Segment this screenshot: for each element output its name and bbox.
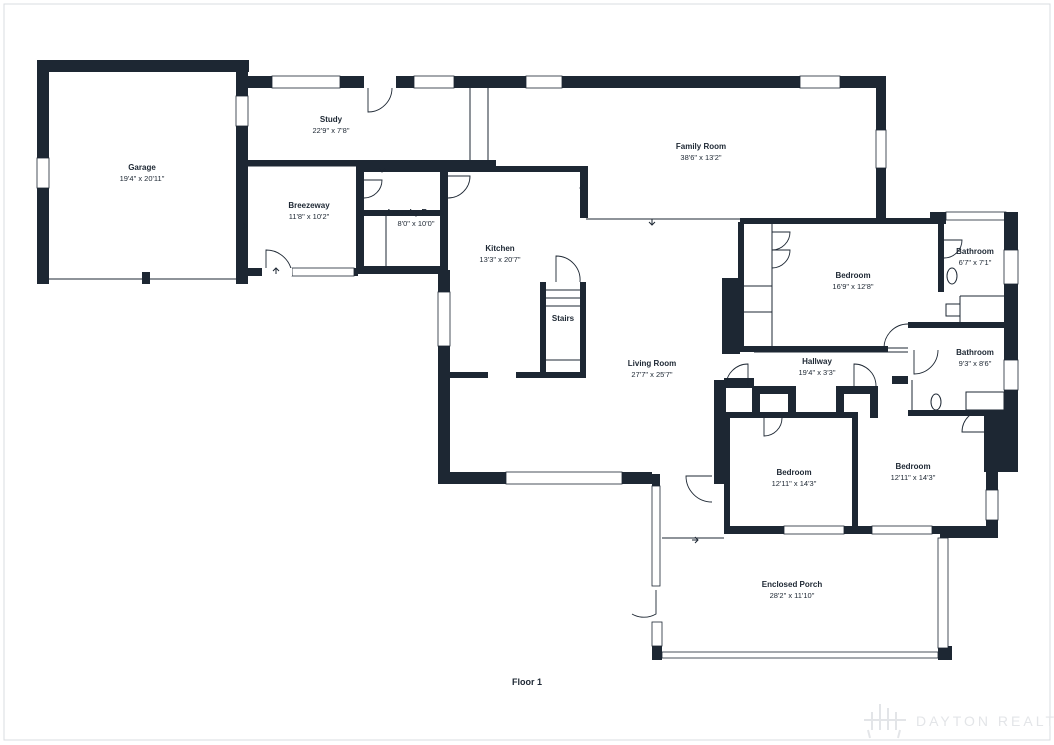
hallway-walls: [725, 351, 908, 394]
bedroom-3-dims: 12'11" x 14'3": [891, 473, 936, 482]
hallway-name: Hallway: [802, 357, 832, 366]
family-room-name: Family Room: [676, 142, 726, 151]
laundry-walls: [363, 166, 471, 274]
breezeway-dims: 11'8" x 10'2": [289, 212, 330, 221]
family-room-dims: 38'6" x 13'2": [680, 153, 721, 162]
bedroom-master-dims: 16'9" x 12'8": [832, 282, 873, 291]
study-walls: [236, 75, 496, 166]
garage-dims: 19'4" x 20'11": [120, 174, 165, 183]
bedroom-3-name: Bedroom: [895, 462, 930, 471]
chair-logo-icon: [864, 704, 906, 739]
garage-walls: [36, 60, 249, 284]
room-labels: Garage 19'4" x 20'11" Study 22'9" x 7'8"…: [120, 115, 994, 687]
laundry-room-name: Laundry Room: [388, 208, 444, 217]
study-name: Study: [320, 115, 343, 124]
kitchen-dims: 13'3" x 20'7": [479, 255, 520, 264]
watermark: DAYTON REALTORS: [864, 704, 1054, 739]
watermark-text: DAYTON REALTORS: [916, 713, 1054, 729]
enclosed-porch-dims: 28'2" x 11'10": [770, 591, 815, 600]
garage-name: Garage: [128, 163, 156, 172]
breezeway-name: Breezeway: [288, 201, 330, 210]
family-room-walls: [488, 75, 887, 220]
breezeway-walls: [248, 165, 364, 277]
bathroom-1-dims: 6'7" x 7'1": [959, 258, 992, 267]
stairs-walls: [540, 255, 586, 378]
bedroom-2-dims: 12'11" x 14'3": [772, 479, 817, 488]
bathroom-walls: [908, 211, 1019, 472]
floor-label: Floor 1: [512, 677, 542, 687]
bedroom-3-walls: [836, 386, 1008, 538]
page-border: [3, 3, 1051, 741]
living-room-walls: [438, 378, 754, 536]
bathroom-2-name: Bathroom: [956, 348, 994, 357]
living-room-name: Living Room: [628, 359, 676, 368]
bedroom-2-name: Bedroom: [776, 468, 811, 477]
kitchen-name: Kitchen: [485, 244, 514, 253]
stairs-name: Stairs: [552, 314, 575, 323]
enclosed-porch-name: Enclosed Porch: [762, 580, 823, 589]
bathroom-1-name: Bathroom: [956, 247, 994, 256]
door-arrows: [240, 166, 699, 544]
bedroom-master-walls: [722, 218, 940, 354]
living-room-dims: 27'7" x 25'7": [631, 370, 672, 379]
kitchen-walls: [437, 166, 588, 480]
hallway-dims: 19'4" x 3'3": [799, 368, 836, 377]
enclosed-porch-walls: [631, 474, 952, 660]
study-dims: 22'9" x 7'8": [313, 126, 350, 135]
bedroom-2-walls: [724, 386, 856, 535]
laundry-room-dims: 8'0" x 10'0": [398, 219, 435, 228]
bedroom-master-name: Bedroom: [835, 271, 870, 280]
bathroom-2-dims: 9'3" x 8'6": [959, 359, 992, 368]
